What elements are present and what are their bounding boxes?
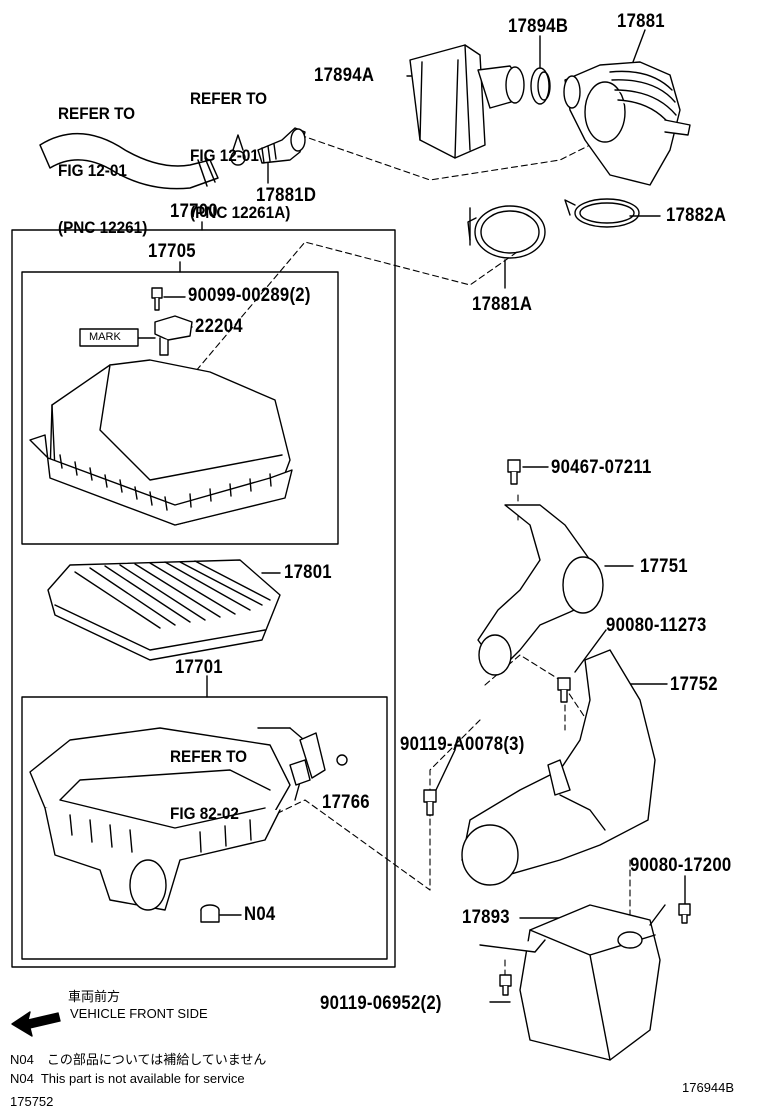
mark-label: MARK <box>89 331 121 343</box>
front-side-label-jp: 車両前方 <box>68 989 121 1004</box>
part-label-17882A: 17882A <box>666 205 727 226</box>
front-side-label-en: VEHICLE FRONT SIDE <box>70 1006 208 1021</box>
part-label-90467-07211: 90467-07211 <box>551 457 652 478</box>
service-note-jp: N04 この部品については補給していません <box>10 1052 267 1067</box>
part-label-17801: 17801 <box>284 562 332 583</box>
part-label-17881: 17881 <box>617 11 665 32</box>
part-label-17751: 17751 <box>640 556 688 577</box>
resonator-17893 <box>479 904 666 1061</box>
ref-line: REFER TO <box>190 89 268 108</box>
hose-clip-12261A <box>230 134 246 166</box>
part-label-17705: 17705 <box>148 241 196 262</box>
air-cleaner-case-17701 <box>29 727 291 911</box>
pipe-fitting-17881D <box>257 127 306 164</box>
bolt-90080-17200 <box>678 903 691 924</box>
leader-lines <box>137 29 686 1003</box>
part-label-17881D: 17881D <box>256 185 317 206</box>
ref-line: FIG 82-02 <box>170 804 239 823</box>
ref-line: FIG 12-01 <box>58 161 127 180</box>
ref-line: REFER TO <box>170 747 248 766</box>
part-label-17752: 17752 <box>670 674 718 695</box>
bolt-90119-A0078 <box>423 789 437 816</box>
part-label-17881A: 17881A <box>472 294 533 315</box>
part-label-90119-06952: 90119-06952(2) <box>320 993 442 1014</box>
air-cleaner-cap-17705 <box>29 359 293 526</box>
ref-line: REFER TO <box>58 104 136 123</box>
part-label-N04: N04 <box>244 904 276 925</box>
hose-12261 <box>39 133 219 190</box>
part-label-22204: 22204 <box>195 316 243 337</box>
bolt-90080-11273 <box>557 677 571 703</box>
vehicle-front-arrow <box>11 1011 61 1037</box>
ref-line: (PNC 12261) <box>58 218 148 237</box>
part-label-17893: 17893 <box>462 907 510 928</box>
service-note-en: N04 This part is not available for servi… <box>10 1071 245 1086</box>
part-label-17701: 17701 <box>175 657 223 678</box>
part-label-90099-00289: 90099-00289(2) <box>188 285 311 306</box>
clamp-17894B <box>530 67 551 105</box>
part-label-17894A: 17894A <box>314 65 375 86</box>
refer-label-12261: REFER TO FIG 12-01 (PNC 12261) <box>58 66 147 256</box>
sensor-22204 <box>154 315 193 356</box>
part-label-90080-11273: 90080-11273 <box>606 615 707 636</box>
clamp-17882A <box>564 198 640 228</box>
part-label-17766: 17766 <box>322 792 370 813</box>
refer-label-82-02: REFER TO FIG 82-02 <box>170 709 247 842</box>
air-duct-17752 <box>461 649 656 886</box>
assembly-frame-17700 <box>11 229 396 968</box>
air-filter-17801 <box>47 559 281 661</box>
mark-box <box>79 328 139 347</box>
assembly-frame-17701 <box>21 696 388 960</box>
bracket-17766 <box>289 732 348 786</box>
illustration-code-left: 175752 <box>10 1094 54 1109</box>
resonator-17894A <box>409 44 525 159</box>
clamp-17881A <box>467 205 546 259</box>
air-hose-17881 <box>563 61 691 186</box>
bolt-90119-06952 <box>499 974 512 996</box>
grommet-N04 <box>200 904 220 923</box>
part-label-90080-17200: 90080-17200 <box>630 855 732 876</box>
refer-label-12261A: REFER TO FIG 12-01 (PNC 12261A) <box>190 51 290 241</box>
part-label-90119-A0078: 90119-A0078(3) <box>400 734 525 755</box>
part-label-17894B: 17894B <box>508 16 569 37</box>
bolt-90099-00289 <box>151 287 163 311</box>
illustration-code-right: 176944B <box>682 1080 735 1095</box>
ref-line: FIG 12-01 <box>190 146 259 165</box>
air-inlet-17751 <box>477 504 604 676</box>
part-label-17700: 17700 <box>170 201 218 222</box>
bolt-90467-07211 <box>507 459 521 485</box>
ref-line: (PNC 12261A) <box>190 203 291 222</box>
